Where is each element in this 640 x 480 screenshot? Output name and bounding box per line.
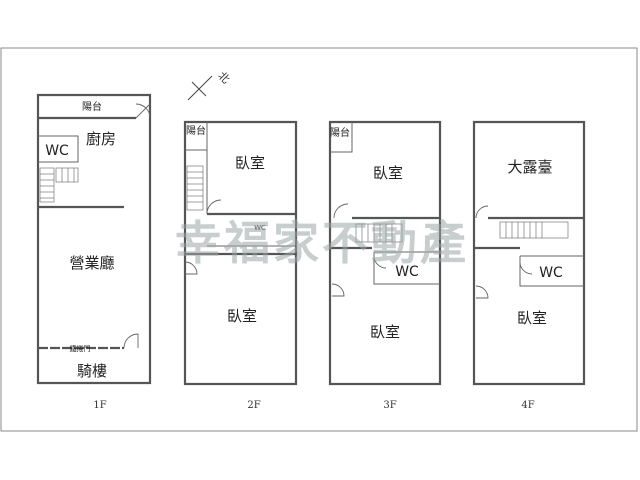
floor-2f: 陽台 臥室 WC 臥室 2F [183,120,298,411]
2f-bedroom-back-label: 臥室 [227,307,257,325]
company-watermark: 幸福家不動產 [175,216,469,270]
3f-floor-label: 3F [383,400,396,411]
4f-floor-label: 4F [521,400,534,411]
floor-4f: 大露臺 WC 臥室 4F [472,120,586,411]
floor-1f: 陽台 廚房 WC 營業廳 鐵捲門 騎樓 1F [36,93,152,411]
2f-bedroom-front-label: 臥室 [235,154,265,172]
1f-kitchen-label: 廚房 [86,130,116,148]
3f-bedroom-front-label: 臥室 [373,164,403,182]
1f-balcony-label: 陽台 [82,100,102,113]
3f-bedroom-back-label: 臥室 [370,323,400,341]
2f-balcony-label: 陽台 [186,124,206,137]
1f-rolling-door-label: 鐵捲門 [70,344,91,353]
1f-wc-label: WC [45,143,69,159]
1f-floor-label: 1F [93,400,106,411]
drawing-frame [0,47,638,432]
3f-balcony-label: 陽台 [330,126,350,139]
2f-floor-label: 2F [247,400,260,411]
4f-bedroom-label: 臥室 [517,309,547,327]
4f-wc-label: WC [539,265,563,281]
north-label: 北 [215,69,232,86]
3f-wc-label: WC [395,264,419,280]
floor-3f: 陽台 臥室 WC 臥室 3F [328,120,442,411]
1f-arcade-label: 騎樓 [77,362,107,380]
2f-wc-label: WC [254,224,266,232]
4f-terrace-label: 大露臺 [507,158,552,176]
1f-business-hall-label: 營業廳 [69,254,114,272]
north-arrow-icon: 北 [187,69,232,101]
